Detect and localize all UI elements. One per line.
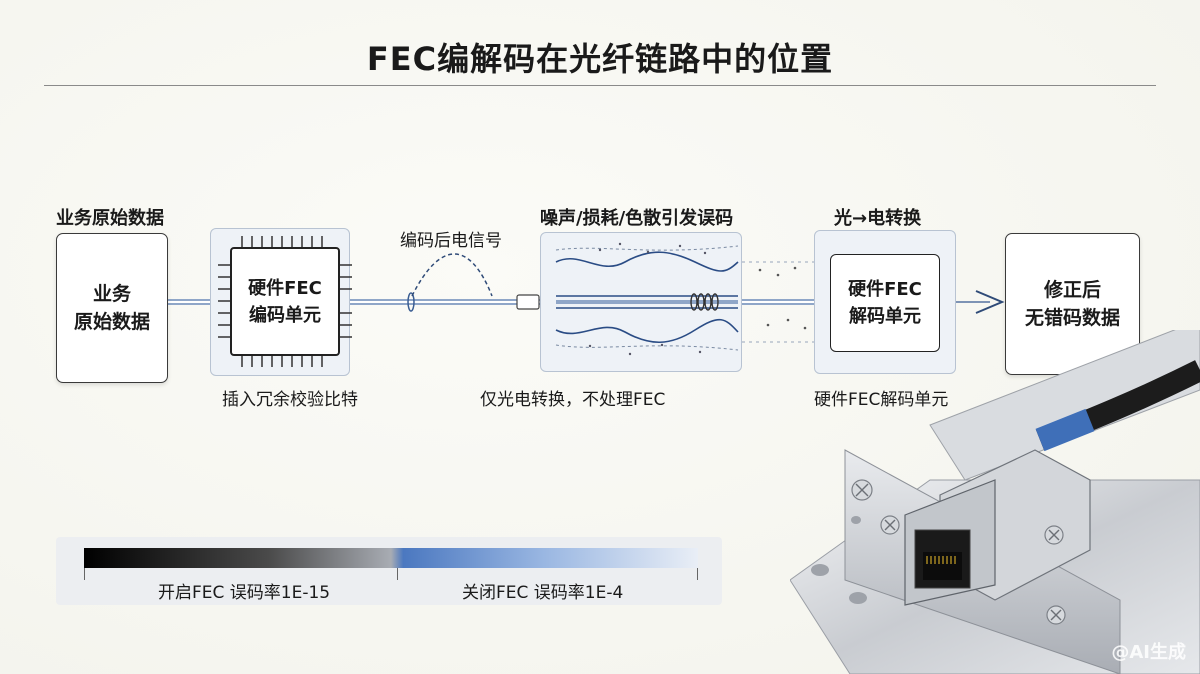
encoder-chip-text: 硬件FEC 编码单元 — [248, 277, 322, 326]
signal-label: 编码后电信号 — [400, 231, 502, 251]
ber-label-fec-off: 关闭FEC 误码率1E-4 — [462, 583, 624, 603]
channel-note: 仅光电转换，不处理FEC — [480, 390, 666, 410]
ber-tick-mid — [397, 568, 398, 580]
output-data-box: 修正后 无错码数据 — [1005, 233, 1140, 375]
page-title: FEC编解码在光纤链路中的位置 — [366, 40, 834, 78]
encoder-chip: 硬件FEC 编码单元 — [230, 247, 340, 356]
ai-watermark: @AI生成 — [1111, 642, 1186, 663]
receiver-caption: 光→电转换 — [834, 208, 922, 229]
decoder-unit-text: 硬件FEC 解码单元 — [848, 279, 922, 327]
source-data-box: 业务 原始数据 — [56, 233, 168, 383]
ber-label-fec-on: 开启FEC 误码率1E-15 — [158, 583, 331, 603]
link-dashes — [742, 261, 818, 343]
ber-gradient-bar — [84, 548, 698, 568]
fiber-cable-icon — [168, 290, 1005, 314]
receiver-note: 硬件FEC解码单元 — [814, 390, 949, 410]
decoder-unit-box: 硬件FEC 解码单元 — [830, 254, 940, 352]
output-box-text: 修正后 无错码数据 — [1024, 279, 1120, 329]
encoder-caption: 插入冗余校验比特 — [222, 390, 358, 410]
ber-tick-right — [697, 568, 698, 580]
source-box-text: 业务 原始数据 — [73, 283, 150, 333]
title-divider — [44, 85, 1156, 86]
channel-caption: 噪声/损耗/色散引发误码 — [540, 208, 734, 229]
ber-tick-left — [84, 568, 85, 580]
rj45-sfp-module-icon — [790, 330, 1200, 674]
source-caption: 业务原始数据 — [56, 208, 164, 229]
